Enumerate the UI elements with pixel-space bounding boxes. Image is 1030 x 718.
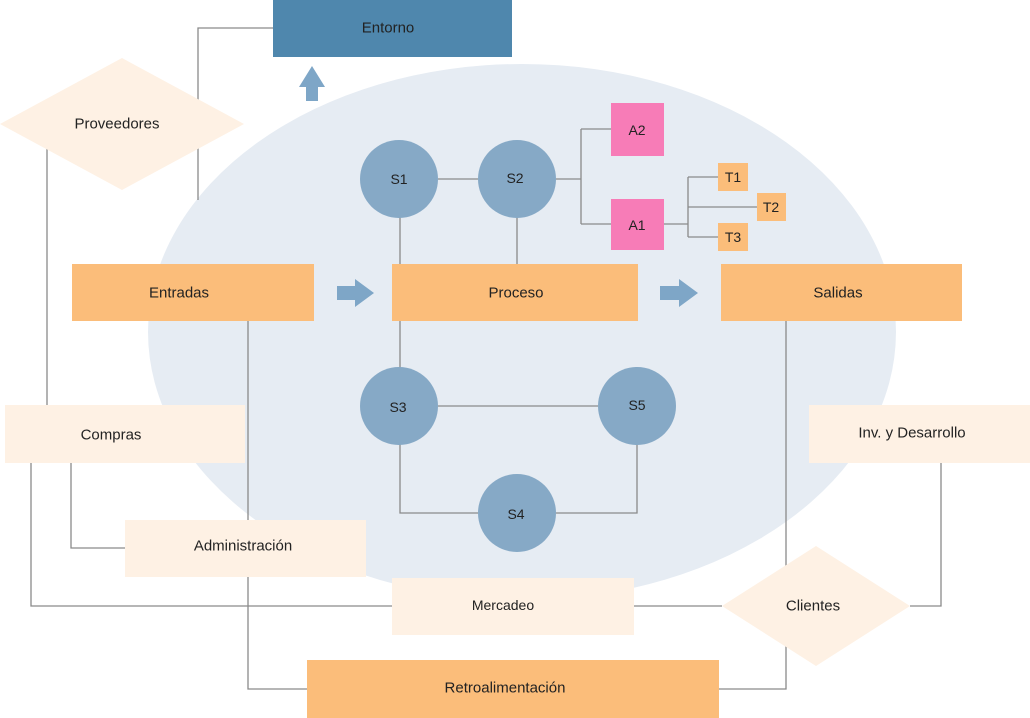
subsystem-label: S4	[507, 506, 524, 522]
arrow-right-icon	[660, 279, 698, 307]
subsystem-label: S3	[389, 399, 406, 415]
inputs-box	[72, 264, 314, 321]
administration-box	[125, 520, 366, 577]
suppliers-diamond	[0, 58, 244, 190]
connector-outputs-feedback	[719, 321, 787, 690]
purchasing-label: Compras	[81, 427, 142, 444]
outputs-label: Salidas	[813, 285, 862, 302]
task-label-t2: T2	[763, 199, 780, 215]
clients-label: Clientes	[786, 598, 840, 615]
area-box-a1	[611, 199, 664, 250]
environment-box	[273, 0, 512, 57]
connector-s4-s5	[556, 444, 638, 514]
environment-label: Entorno	[362, 20, 415, 37]
task-box-t1	[718, 163, 748, 191]
subsystem-label: S5	[628, 397, 645, 413]
arrow-right-icon	[337, 279, 374, 307]
subsystem-circle	[360, 140, 438, 218]
subsystem-circle	[478, 140, 556, 218]
connector-research-clients	[910, 463, 942, 607]
system-boundary-ellipse	[148, 64, 896, 600]
task-label-t1: T1	[725, 169, 742, 185]
research-box	[809, 405, 1030, 463]
outputs-box	[721, 264, 962, 321]
connector-s3-s4	[399, 444, 478, 514]
process-box	[392, 264, 638, 321]
connector-purchasing-marketing	[30, 463, 392, 607]
area-box-a2	[611, 103, 664, 156]
suppliers-label: Proveedores	[74, 116, 159, 133]
arrow-up-icon	[299, 66, 325, 101]
area-label-a1: A1	[628, 217, 645, 233]
marketing-box	[392, 578, 634, 635]
task-box-t2	[757, 193, 786, 221]
area-label-a2: A2	[628, 122, 645, 138]
connector-inputs-feedback	[247, 321, 307, 690]
marketing-label: Mercadeo	[472, 597, 534, 613]
inputs-label: Entradas	[149, 285, 209, 302]
administration-label: Administración	[194, 538, 292, 555]
subsystem-circle	[598, 367, 676, 445]
task-box-t3	[718, 223, 748, 251]
subsystem-circle	[360, 367, 438, 445]
connector-purchasing-administration	[70, 463, 125, 549]
subsystem-label: S1	[390, 171, 407, 187]
connector-lines	[30, 27, 942, 690]
task-label-t3: T3	[725, 229, 742, 245]
feedback-box	[307, 660, 719, 718]
purchasing-box	[5, 405, 245, 463]
research-label: Inv. y Desarrollo	[858, 425, 965, 442]
feedback-label: Retroalimentación	[445, 680, 566, 697]
subsystem-circle	[478, 474, 556, 552]
clients-diamond	[722, 546, 910, 666]
subsystem-label: S2	[506, 170, 523, 186]
process-label: Proceso	[488, 285, 543, 302]
